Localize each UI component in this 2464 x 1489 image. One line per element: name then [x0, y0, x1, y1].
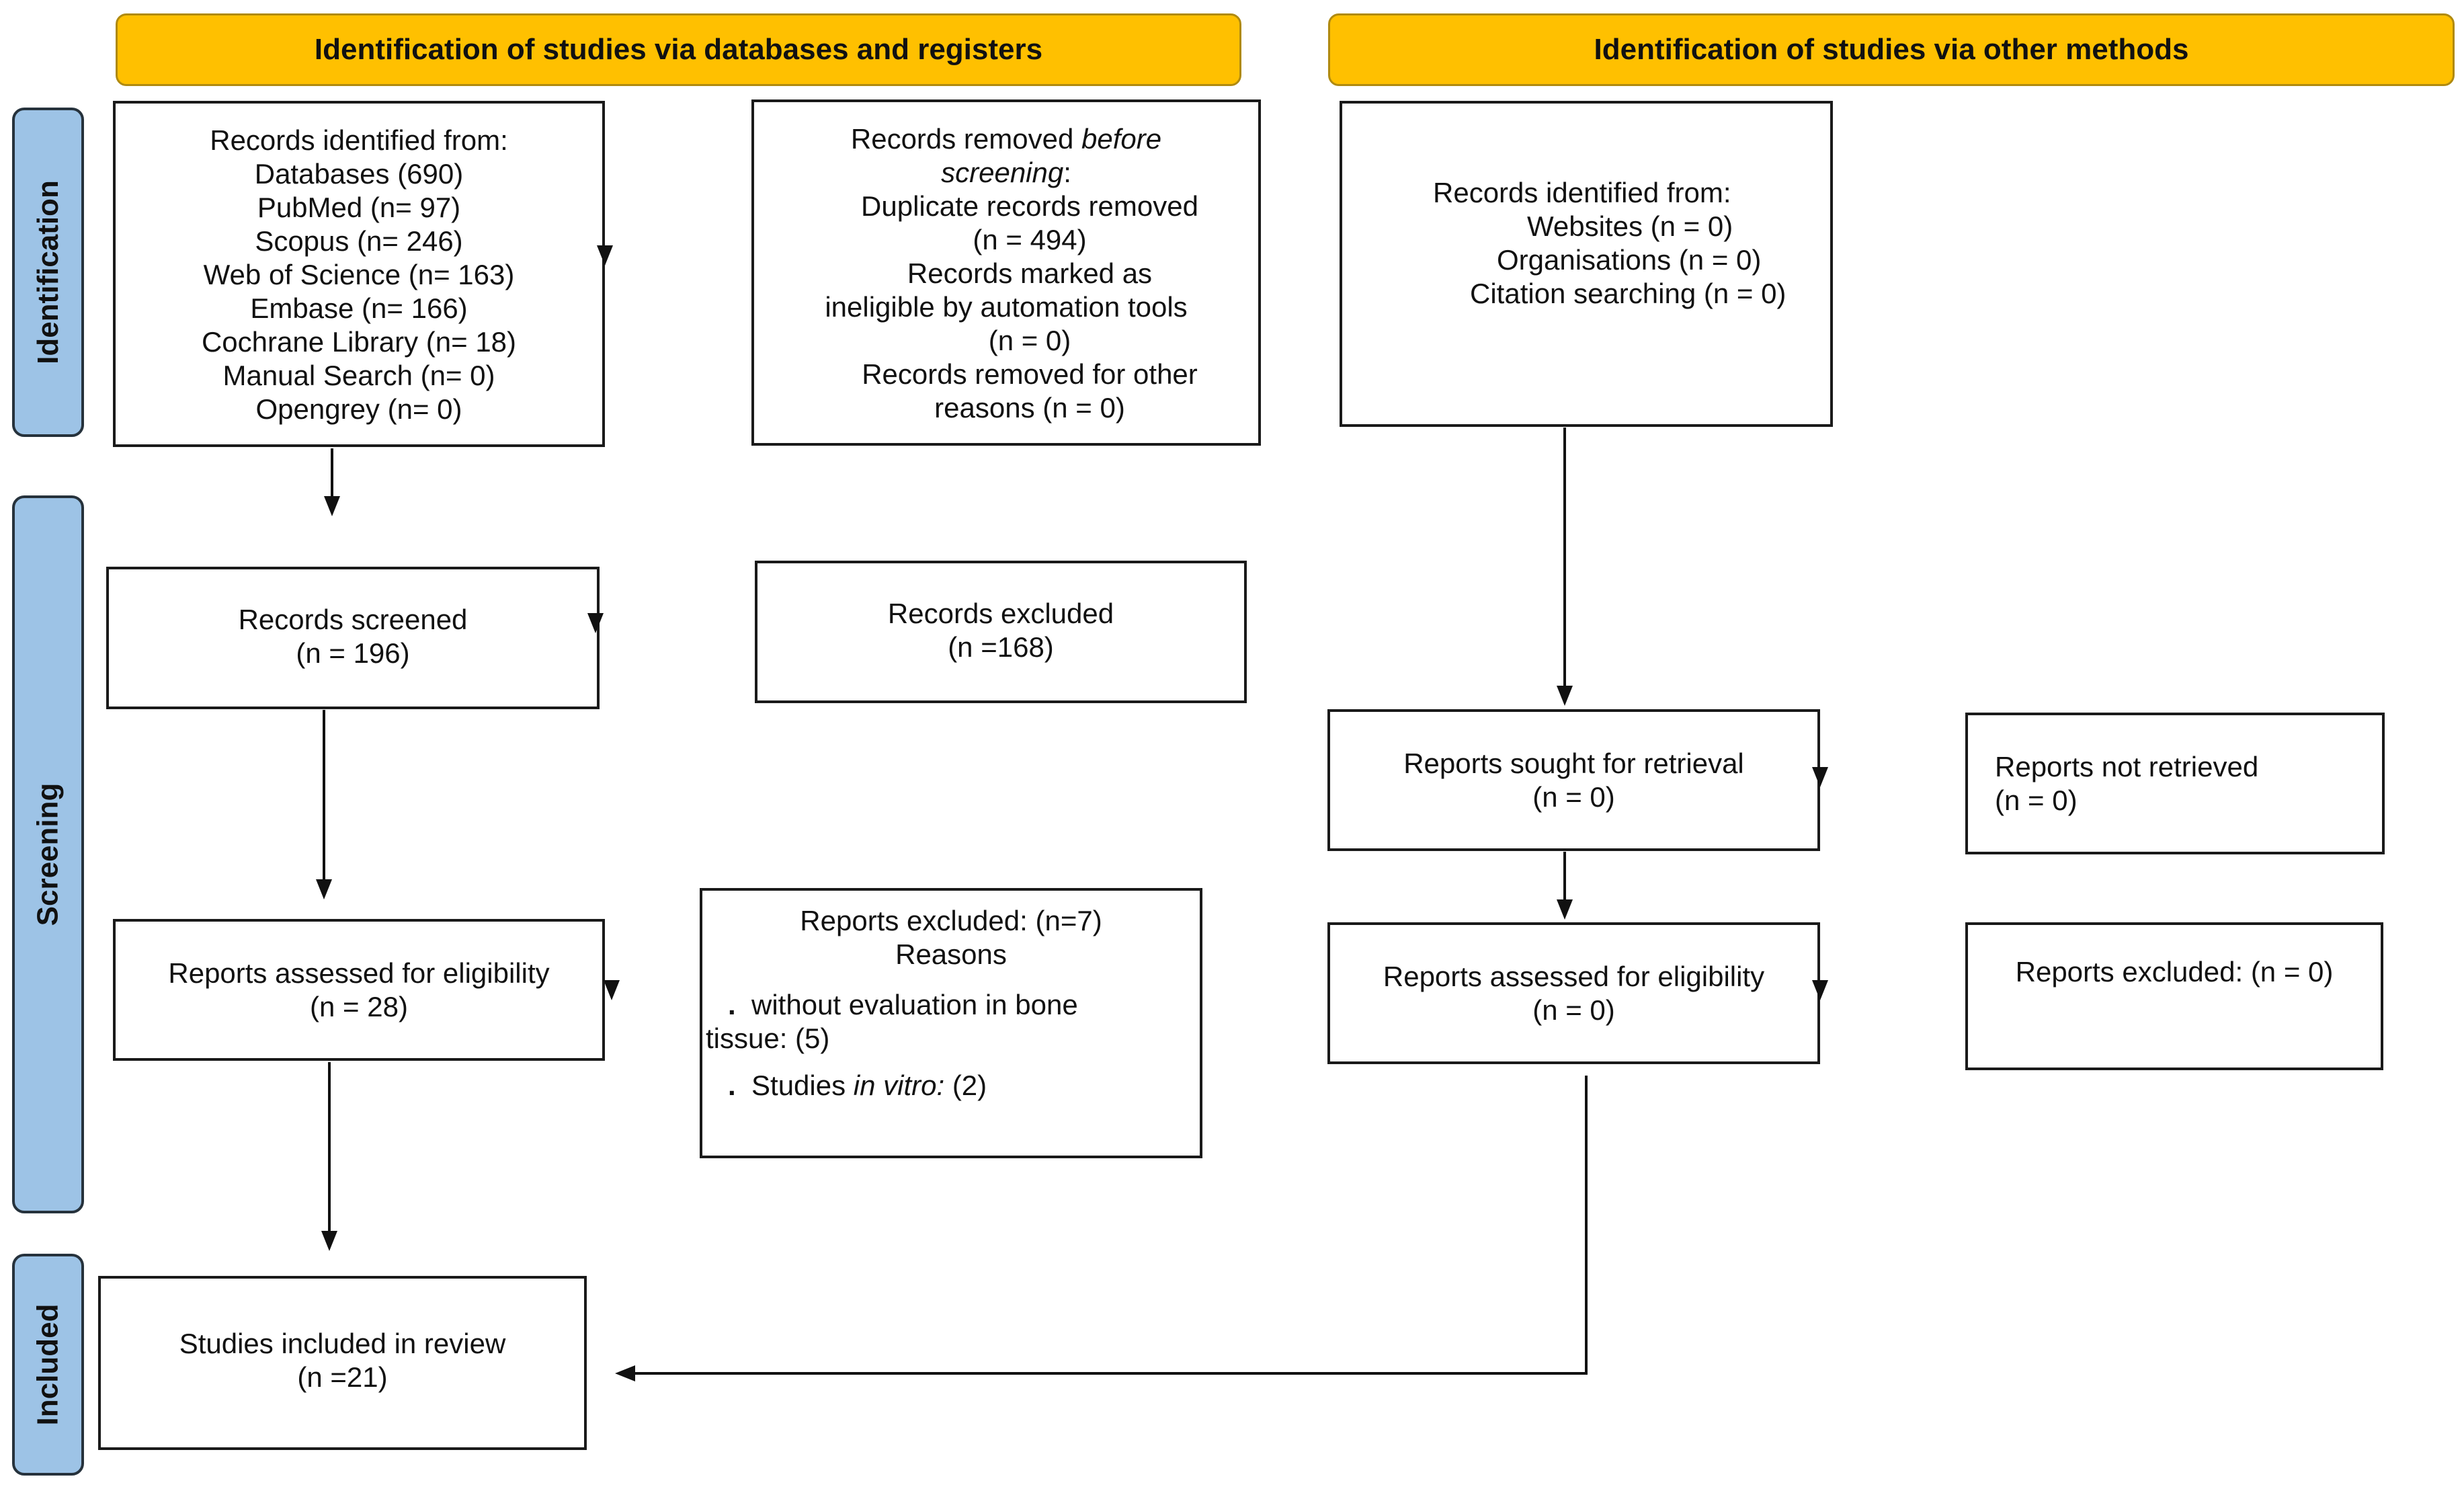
reports-not-retrieved-box: Reports not retrieved (n = 0) — [1965, 713, 2385, 854]
records-removed-line: (n = 0) — [988, 325, 1071, 356]
records-removed-line: ineligible by automation tools — [825, 291, 1188, 323]
records-removed-title: Records removed before — [850, 123, 1162, 155]
records-removed-box: Records removed before screening: Duplic… — [751, 99, 1261, 446]
arrowhead-icon — [587, 613, 604, 633]
arrowhead-icon — [1557, 686, 1573, 706]
other-identified-line: Records identified from: — [1433, 177, 1731, 208]
records-removed-line: Records removed for other — [862, 358, 1198, 390]
arrowhead-icon — [1812, 980, 1828, 1000]
reports-excluded-db-box: Reports excluded: (n=7) Reasons . withou… — [700, 888, 1202, 1158]
arrowhead-icon — [1557, 899, 1573, 920]
reports-excluded-other-label: Reports excluded: (n = 0) — [2015, 956, 2334, 988]
studies-included-count: (n =21) — [297, 1361, 388, 1393]
records-removed-line: Duplicate records removed — [861, 190, 1198, 222]
reports-sought-count: (n = 0) — [1532, 781, 1615, 813]
records-identified-line: Databases (690) — [254, 158, 464, 190]
phase-included: Included — [12, 1254, 84, 1476]
header-other-methods: Identification of studies via other meth… — [1328, 13, 2455, 86]
records-screened-box: Records screened (n = 196) — [106, 567, 600, 709]
arrowhead-icon — [324, 496, 340, 516]
header-databases: Identification of studies via databases … — [116, 13, 1241, 86]
arrowhead-icon — [321, 1231, 337, 1251]
exclusion-reason-1-cont: tissue: (5) — [706, 1022, 830, 1054]
arrowhead-icon — [316, 879, 332, 899]
reports-assessed-other-count: (n = 0) — [1532, 994, 1615, 1026]
phase-screening: Screening — [12, 495, 84, 1213]
studies-included-label: Studies included in review — [179, 1328, 506, 1359]
other-identified-line: Organisations (n = 0) — [1497, 244, 1762, 276]
arrowhead-icon — [1812, 767, 1828, 787]
arrowhead-icon — [615, 1365, 635, 1381]
reports-assessed-other-label: Reports assessed for eligibility — [1383, 961, 1765, 992]
arrowhead-icon — [604, 980, 620, 1000]
records-identified-line: Manual Search (n= 0) — [222, 360, 495, 391]
records-excluded-count: (n =168) — [948, 631, 1054, 663]
reports-sought-label: Reports sought for retrieval — [1403, 748, 1744, 779]
other-records-identified-box: Records identified from: Websites (n = 0… — [1340, 101, 1833, 427]
records-identified-line: Scopus (n= 246) — [255, 225, 463, 257]
studies-included-box: Studies included in review (n =21) — [98, 1276, 587, 1450]
arrow-other-to-included — [622, 1076, 1588, 1375]
reports-assessed-db-label: Reports assessed for eligibility — [168, 957, 550, 989]
reports-excluded-db-subtitle: Reasons — [895, 938, 1007, 970]
other-identified-line: Websites (n = 0) — [1527, 210, 1733, 242]
arrowhead-icon — [597, 245, 613, 266]
reports-not-retrieved-count: (n = 0) — [1995, 784, 2078, 816]
records-identified-line: Records identified from: — [210, 124, 508, 156]
records-identified-line: PubMed (n= 97) — [257, 192, 461, 223]
reports-not-retrieved-label: Reports not retrieved — [1995, 751, 2259, 782]
other-identified-line: Citation searching (n = 0) — [1470, 278, 1787, 309]
records-screened-count: (n = 196) — [296, 637, 410, 669]
reports-excluded-other-box: Reports excluded: (n = 0) — [1965, 922, 2383, 1070]
records-identified-line: Opengrey (n= 0) — [255, 393, 462, 425]
reports-sought-box: Reports sought for retrieval (n = 0) — [1327, 709, 1820, 851]
records-identified-line: Cochrane Library (n= 18) — [201, 326, 517, 358]
records-removed-line: reasons (n = 0) — [934, 392, 1125, 424]
exclusion-reason-1: . without evaluation in bone — [728, 989, 1078, 1020]
phase-identification: Identification — [12, 108, 84, 437]
records-removed-line: (n = 494) — [973, 224, 1087, 255]
reports-assessed-db-box: Reports assessed for eligibility (n = 28… — [113, 919, 605, 1061]
exclusion-reason-2: . Studies in vitro: (2) — [728, 1070, 987, 1101]
records-identified-line: Embase (n= 166) — [250, 292, 468, 324]
records-removed-line: Records marked as — [907, 257, 1153, 289]
records-removed-title-cont: screening: — [941, 157, 1071, 188]
records-excluded-box: Records excluded (n =168) — [755, 561, 1247, 703]
reports-assessed-db-count: (n = 28) — [310, 991, 408, 1022]
records-screened-label: Records screened — [238, 604, 468, 635]
reports-excluded-db-title: Reports excluded: (n=7) — [800, 905, 1102, 936]
records-identified-line: Web of Science (n= 163) — [203, 259, 515, 290]
records-excluded-label: Records excluded — [887, 598, 1114, 629]
records-identified-box: Records identified from: Databases (690)… — [113, 101, 605, 447]
reports-assessed-other-box: Reports assessed for eligibility (n = 0) — [1327, 922, 1820, 1064]
